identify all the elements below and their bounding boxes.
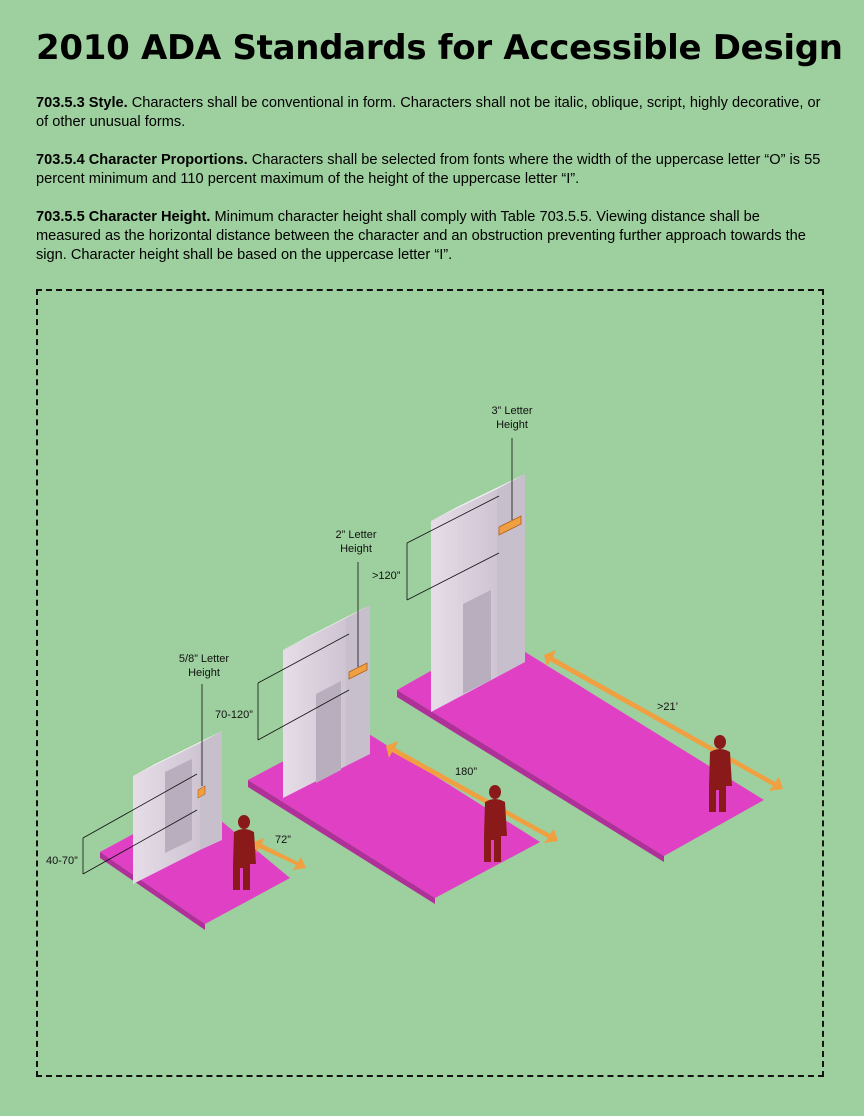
arrow-2 (386, 741, 558, 843)
sign-1 (197, 785, 206, 799)
wall-1-side (200, 731, 222, 850)
section-body: Minimum character height shall comply wi… (36, 209, 806, 263)
sign-3 (498, 515, 522, 536)
person-2 (484, 785, 507, 862)
wall-3-top (431, 474, 525, 521)
scene-1-distance: 72” (275, 834, 291, 846)
floor-3-edge (397, 690, 664, 862)
scene-2-letter-label-line2: Height (340, 543, 372, 555)
page-title: 2010 ADA Standards for Accessible Design (36, 28, 843, 68)
section-heading: 703.5.5 Character Height. (36, 209, 211, 225)
scene-2 (248, 562, 558, 904)
section-body: Characters shall be conventional in form… (36, 95, 821, 130)
scene-1-mount-height: 40-70” (46, 855, 78, 867)
scene-3-letter-label-line2: Height (496, 419, 528, 431)
diagram-frame (36, 289, 824, 1077)
section-heading: 703.5.3 Style. (36, 95, 128, 111)
floor-1-edge (100, 852, 205, 930)
wall-1-top (133, 731, 222, 776)
sign-2 (348, 662, 368, 680)
person-1 (233, 815, 256, 890)
scene-3 (397, 438, 783, 862)
scene-2-letter-label-line1: 2” Letter (336, 529, 377, 541)
scene-1-letter-label-line1: 5/8” Letter (179, 653, 229, 665)
scene-1 (82, 684, 306, 930)
arrow-1 (254, 838, 306, 870)
section-character-height: 703.5.5 Character Height. Minimum charac… (36, 208, 828, 265)
wall-2-top (283, 605, 370, 650)
person-3 (709, 735, 732, 812)
door-2 (316, 681, 341, 783)
section-style: 703.5.3 Style. Characters shall be conve… (36, 94, 828, 132)
floor-2-edge (248, 780, 435, 904)
section-body: Characters shall be selected from fonts … (36, 152, 821, 187)
section-character-proportions: 703.5.4 Character Proportions. Character… (36, 151, 828, 189)
scene-2-mount-height: 70-120” (215, 709, 253, 721)
scene-3-letter-label-line1: 3” Letter (492, 405, 533, 417)
wall-2-side (346, 605, 370, 766)
section-heading: 703.5.4 Character Proportions. (36, 152, 248, 168)
scene-3-distance: >21’ (657, 701, 678, 713)
scene-1-letter-label-line2: Height (188, 667, 220, 679)
door-1 (165, 759, 192, 853)
scene-3-mount-height: >120” (372, 570, 401, 582)
wall-3-side (497, 474, 525, 677)
floor-3 (397, 634, 764, 856)
scene-2-distance: 180” (455, 766, 477, 778)
door-3 (463, 590, 491, 694)
